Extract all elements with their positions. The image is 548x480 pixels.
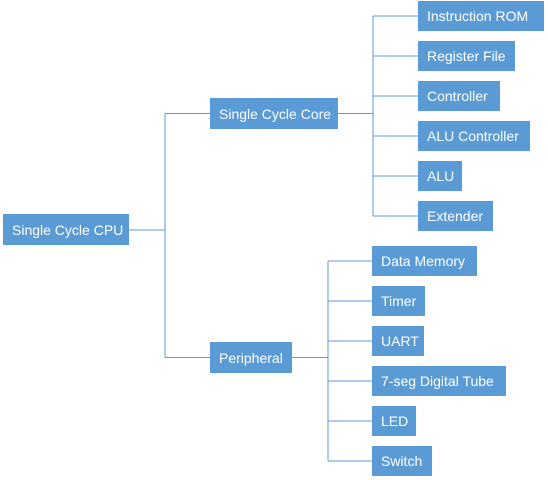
node-uart: UART xyxy=(372,326,424,356)
node-register-file: Register File xyxy=(418,41,515,71)
node-alu: ALU xyxy=(418,161,462,191)
node-alu-controller: ALU Controller xyxy=(418,121,530,151)
node-peripheral: Peripheral xyxy=(210,342,292,373)
node-single-cycle-cpu: Single Cycle CPU xyxy=(3,214,129,245)
node-controller: Controller xyxy=(418,81,500,111)
node-7-seg-digital-tube: 7-seg Digital Tube xyxy=(372,366,506,396)
node-led: LED xyxy=(372,406,416,436)
node-instruction-rom: Instruction ROM xyxy=(418,1,544,31)
node-timer: Timer xyxy=(372,286,425,316)
node-extender: Extender xyxy=(418,201,493,231)
node-switch: Switch xyxy=(372,446,432,476)
node-data-memory: Data Memory xyxy=(372,246,477,276)
node-single-cycle-core: Single Cycle Core xyxy=(210,98,338,129)
